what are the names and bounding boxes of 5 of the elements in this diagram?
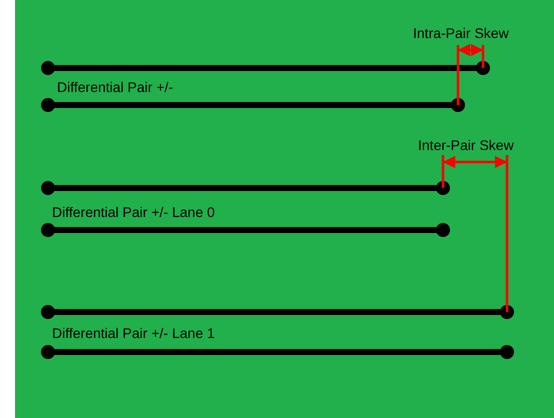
trace-label: Differential Pair +/- — [57, 79, 174, 95]
dimension-label: Inter-Pair Skew — [418, 137, 514, 153]
dimension-label: Intra-Pair Skew — [413, 25, 509, 41]
trace-label: Differential Pair +/- Lane 1 — [52, 325, 215, 341]
trace-label: Differential Pair +/- Lane 0 — [52, 204, 215, 220]
